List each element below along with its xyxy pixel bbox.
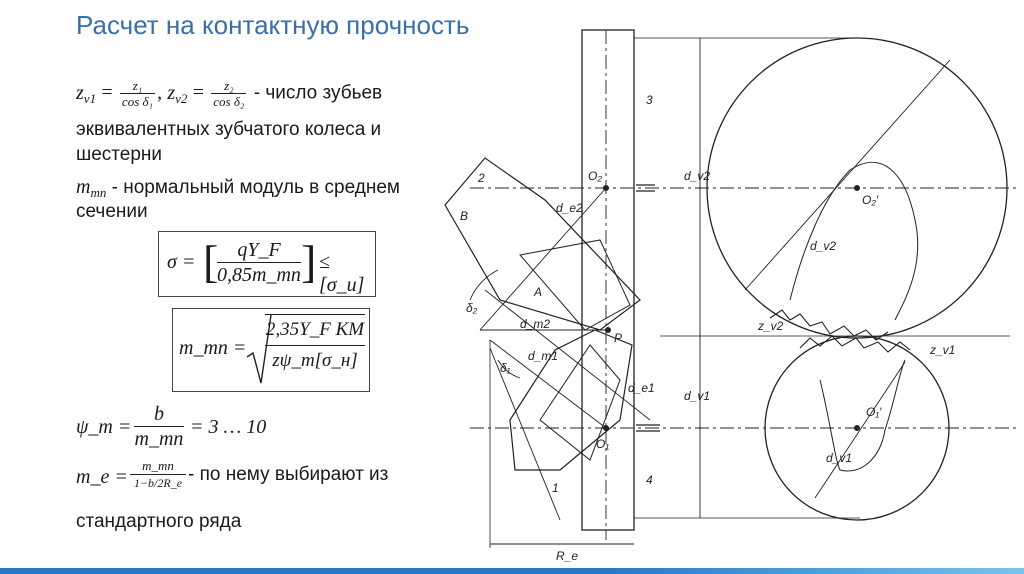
sigma-fraction: qY_F 0,85m_mn bbox=[217, 239, 301, 286]
label-Re: R_e bbox=[556, 549, 578, 563]
shaft-plate bbox=[581, 29, 635, 531]
footer-bar bbox=[0, 568, 1024, 574]
label-O1: O₁ bbox=[596, 437, 609, 451]
label-dv2: d_v2 bbox=[810, 239, 836, 253]
label-P: P bbox=[614, 331, 622, 345]
sigma-rhs: ≤ [σ_и] bbox=[319, 251, 365, 296]
me-formula: m_e = m_mn 1−b/2R_e - по нему выбирают и… bbox=[76, 458, 389, 490]
label-dm1: d_m1 bbox=[528, 349, 558, 363]
zv1-symbol: zv1 bbox=[76, 81, 97, 106]
text-line-5: сечении bbox=[76, 201, 148, 222]
label-dv1: d_v1 bbox=[826, 451, 852, 465]
label-de1: d_e1 bbox=[628, 381, 655, 395]
label-delta1: δ₁ bbox=[500, 361, 511, 375]
label-B: B bbox=[460, 209, 468, 223]
label-zv1: z_v1 bbox=[929, 343, 955, 357]
label-dv1-dim: d_v1 bbox=[684, 389, 710, 403]
mmn-lhs: m_mn = bbox=[179, 337, 247, 359]
label-dv2-dim: d_v2 bbox=[684, 169, 710, 183]
sqrt-sign bbox=[246, 314, 272, 384]
label-O2: O₂ bbox=[588, 169, 602, 183]
mmn-symbol: mmn bbox=[76, 176, 107, 200]
label-O2-prime: O₂′ bbox=[862, 193, 879, 207]
text-line-3: шестерни bbox=[76, 144, 163, 165]
label-1: 1 bbox=[552, 481, 559, 495]
mmn-definition: mmn - нормальный модуль в среднем bbox=[76, 176, 400, 200]
equals-sign-2: = bbox=[192, 81, 204, 104]
label-dm2: d_m2 bbox=[520, 317, 550, 331]
label-delta2: δ₂ bbox=[466, 301, 478, 315]
label-4: 4 bbox=[646, 473, 653, 487]
sigma-formula-box: σ = [ qY_F 0,85m_mn ] ≤ [σ_и] bbox=[158, 231, 376, 297]
label-O1-prime: O₁′ bbox=[866, 405, 882, 419]
label-zv2: z_v2 bbox=[757, 319, 784, 333]
label-3: 3 bbox=[646, 93, 653, 107]
zv-description: - число зубьев bbox=[248, 82, 383, 104]
label-de2: d_e2 bbox=[556, 201, 583, 215]
zv2-symbol: zv2 bbox=[167, 81, 188, 106]
mmn-fraction: 2,35Y_F KM zψ_m[σ_н] bbox=[265, 314, 365, 376]
text-line-2: эквивалентных зубчатого колеса и bbox=[76, 119, 382, 140]
label-2: 2 bbox=[477, 171, 485, 185]
mmn-formula-box: m_mn = 2,35Y_F KM zψ_m[σ_н] bbox=[172, 308, 370, 392]
equals-sign: = bbox=[101, 81, 113, 104]
text-last-line: стандартного ряда bbox=[76, 511, 242, 532]
label-A: A bbox=[533, 285, 542, 299]
sigma-lhs: σ = bbox=[167, 251, 196, 273]
page-title: Расчет на контактную прочность bbox=[76, 10, 470, 40]
